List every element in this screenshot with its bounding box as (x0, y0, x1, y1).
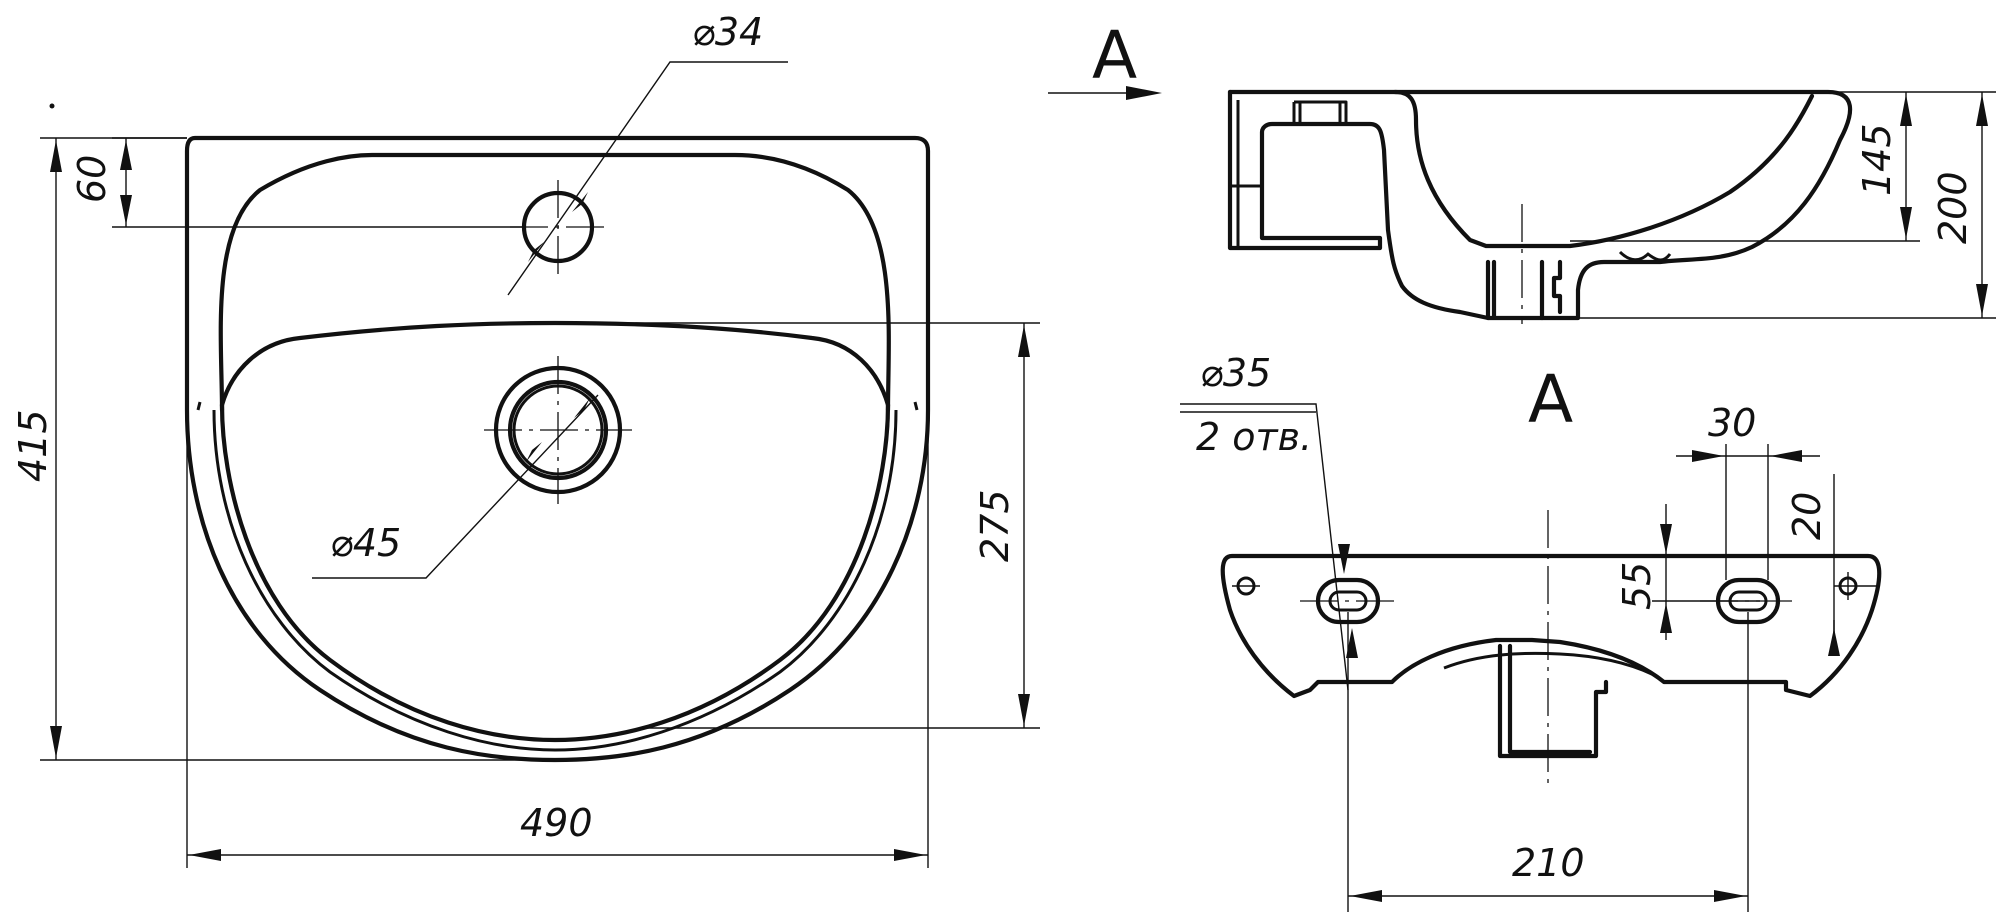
view-arrow-head (1126, 86, 1162, 100)
dim-hole-arrow-1 (572, 192, 588, 212)
top-view-outer-rim (184, 135, 931, 763)
side-view-front (1227, 89, 1491, 321)
dim-depth-arrow-bottom (120, 195, 132, 225)
back-view-label: A (1528, 361, 1573, 438)
dim-drain-arrow-2 (526, 442, 542, 462)
side-view-rear-foot (1618, 250, 1672, 262)
dim-width-text: 490 (520, 801, 593, 845)
view-arrow-label: A (1092, 17, 1137, 94)
back-view-drain (1497, 643, 1609, 759)
dim-height-arrow-top (50, 140, 62, 172)
dim-55-text: 55 (1615, 562, 1659, 610)
view-arrow-a: A (1048, 17, 1162, 100)
dim-bowl-text: 275 (973, 489, 1017, 562)
top-view-bowl-ledge (219, 320, 891, 408)
dim-holes-dia-text: ⌀35 (1200, 351, 1271, 395)
dim-offset-arrow (1828, 628, 1840, 656)
back-view-outline (1220, 553, 1882, 699)
dim-55-arrow-top (1660, 524, 1672, 554)
side-view-body (1227, 89, 1853, 321)
dim-55-arrow-bottom (1660, 603, 1672, 633)
dim-hole-leader (507, 61, 788, 296)
dim-bowl-arrow-top (1018, 325, 1030, 357)
dim-total-arrow-top (1976, 94, 1988, 126)
dim-offset-text: 20 (1785, 492, 1829, 540)
top-view-bowl-inner (212, 409, 898, 752)
side-view-wall (1232, 100, 1262, 248)
side-view-tap (1292, 100, 1348, 126)
dim-drain-arrow-1 (574, 398, 590, 418)
dim-drain-leader (312, 394, 599, 579)
side-view-drain (1485, 259, 1563, 321)
dim-spacing-arrow-right (1714, 890, 1746, 902)
top-view-bowl-upper (218, 152, 891, 413)
dim-width-arrow-left (189, 849, 221, 861)
dim-hole-text: ⌀34 (692, 10, 763, 54)
stray-dot (49, 103, 55, 109)
dim-height-text: 415 (11, 409, 55, 482)
dim-holes-arrow-1 (1338, 544, 1350, 574)
dim-depth-arrow-top (120, 140, 132, 170)
side-view: 145 200 (1227, 89, 1996, 324)
back-view-basin (1443, 651, 1657, 678)
dim-spacing-text: 210 (1512, 841, 1585, 885)
dim-basin-arrow-bottom (1900, 207, 1912, 239)
dim-holes-arrow-2 (1346, 628, 1358, 658)
side-view-bowl (1392, 89, 1815, 249)
dim-gap-arrow-left (1692, 450, 1724, 462)
top-view-bowl-lower (219, 402, 891, 743)
dim-total-arrow-bottom (1976, 284, 1988, 316)
dim-height-arrow-bottom (50, 726, 62, 758)
dim-holes-count-text: 2 отв. (1196, 415, 1312, 459)
dim-gap-text: 30 (1708, 401, 1756, 445)
top-view: ⌀34 60 415 490 275 ⌀45 (11, 10, 1040, 868)
dim-width-arrow-right (894, 849, 926, 861)
dim-basin-text: 145 (1855, 123, 1899, 196)
dim-drain-text: ⌀45 (330, 521, 401, 565)
back-view: A ⌀35 2 отв. 30 (1180, 351, 1882, 912)
dim-basin-arrow-top (1900, 94, 1912, 126)
dim-holes-leader (1180, 403, 1349, 691)
dim-spacing-arrow-left (1350, 890, 1382, 902)
dim-bowl-arrow-bottom (1018, 694, 1030, 726)
dim-hole-arrow-2 (528, 242, 544, 262)
dim-gap-arrow-right (1770, 450, 1802, 462)
top-view-inner-rim (196, 401, 919, 411)
dim-total-text: 200 (1931, 171, 1975, 244)
dim-depth-text: 60 (70, 155, 114, 203)
